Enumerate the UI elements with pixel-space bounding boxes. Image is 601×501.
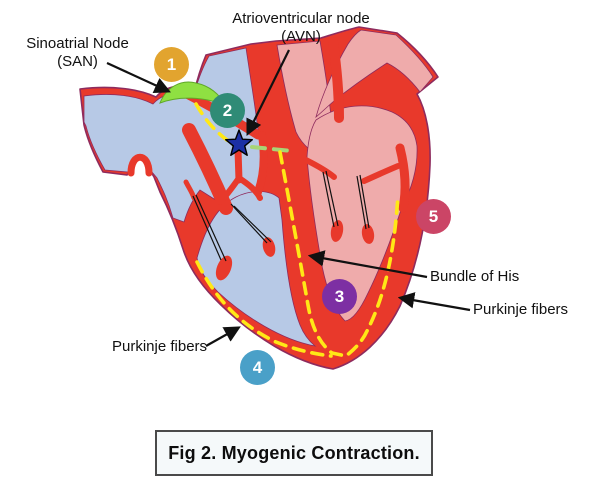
purkinje-left-wall-path — [195, 260, 333, 358]
san-arrow — [106, 62, 171, 93]
figure-caption-text: Fig 2. Myogenic Contraction. — [168, 442, 420, 463]
purkinje-left-arrow — [205, 326, 241, 347]
annotation-arrows — [106, 49, 471, 347]
avn-label: Atrioventricular node (AVN) — [216, 10, 386, 46]
purkinje-right-arrow — [397, 292, 471, 312]
san-label-line1: Sinoatrial Node — [26, 35, 129, 52]
avn-arrow — [246, 49, 290, 136]
bundle-branch-path — [278, 150, 400, 358]
chordae-tendineae-lines — [192, 170, 370, 262]
bundle-of-his-label: Bundle of His — [430, 268, 520, 285]
san-to-avn-path — [194, 102, 229, 142]
figure-caption-box: Fig 2. Myogenic Contraction. — [155, 430, 433, 476]
san-node-shape — [159, 81, 228, 108]
step-marker-5: 5 — [416, 199, 451, 234]
step-marker-3: 3 — [322, 279, 357, 314]
step-marker-1: 1 — [154, 47, 189, 82]
purkinje-fibers-right-label: Purkinje fibers — [473, 301, 569, 318]
avn-label-line2: (AVN) — [281, 28, 321, 45]
san-label-line2: (SAN) — [57, 53, 98, 70]
left-heart-chambers — [276, 29, 434, 322]
step-marker-4: 4 — [240, 350, 275, 385]
avn-label-line1: Atrioventricular node — [232, 10, 370, 27]
avn-star-icon — [224, 129, 254, 157]
san-label: Sinoatrial Node (SAN) — [10, 35, 145, 71]
conduction-pathway — [194, 102, 400, 358]
purkinje-fibers-left-label: Purkinje fibers — [112, 338, 208, 355]
bundle-of-his-arrow — [307, 250, 428, 279]
internodal-green-path — [250, 145, 294, 153]
step-marker-2: 2 — [210, 93, 245, 128]
